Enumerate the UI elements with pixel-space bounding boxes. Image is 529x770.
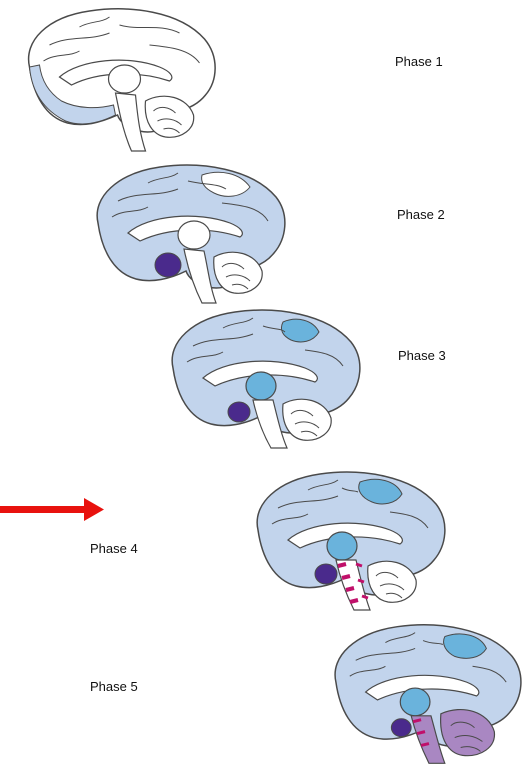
phase-2-label: Phase 2 (397, 207, 445, 222)
brain-phase-5 (328, 622, 526, 767)
red-arrow-icon (0, 496, 110, 524)
brain-phase-4 (250, 470, 450, 615)
brain-phase-3 (165, 308, 365, 453)
phase-5-label: Phase 5 (90, 679, 138, 694)
phase-1-label: Phase 1 (395, 54, 443, 69)
brain-phase-1 (17, 5, 222, 155)
phase-4-label: Phase 4 (90, 541, 138, 556)
phase-3-label: Phase 3 (398, 348, 446, 363)
brain-phase-2 (90, 163, 290, 308)
